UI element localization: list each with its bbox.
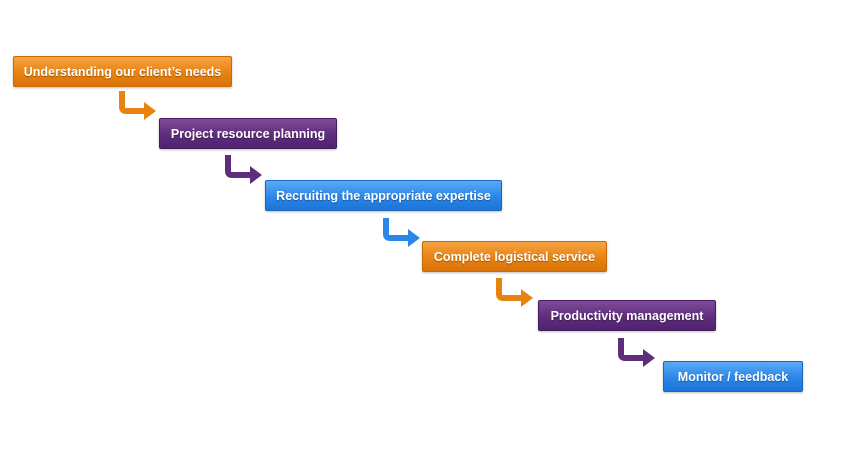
step-productivity-management: Productivity management	[538, 300, 716, 331]
bent-arrow-icon	[225, 155, 262, 184]
step-label: Recruiting the appropriate expertise	[276, 188, 491, 203]
bent-arrow-icon	[618, 338, 655, 367]
bent-arrow-icon	[496, 278, 533, 307]
bent-arrow-icon	[383, 218, 420, 247]
step-recruiting-appropriate-expertise: Recruiting the appropriate expertise	[265, 180, 502, 211]
step-label: Project resource planning	[170, 126, 326, 141]
bent-arrow-icon	[119, 91, 156, 120]
step-label: Monitor / feedback	[677, 369, 789, 384]
step-label: Complete logistical service	[433, 249, 596, 264]
step-project-resource-planning: Project resource planning	[159, 118, 337, 149]
step-monitor-feedback: Monitor / feedback	[663, 361, 803, 392]
step-understanding-client-needs: Understanding our client’s needs	[13, 56, 232, 87]
step-label: Productivity management	[550, 308, 704, 323]
step-complete-logistical-service: Complete logistical service	[422, 241, 607, 272]
step-label: Understanding our client’s needs	[23, 64, 222, 79]
